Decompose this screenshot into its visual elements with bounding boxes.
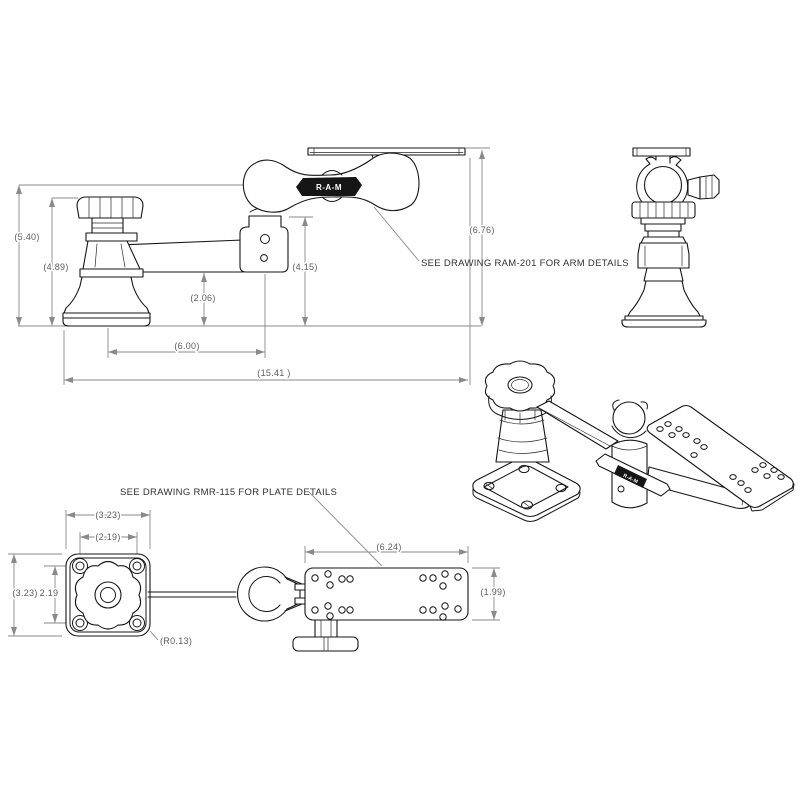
round-base-mount-side xyxy=(62,196,151,327)
ram-logo-text: R-A-M xyxy=(316,183,342,192)
dim-pivot-height: (4.15) xyxy=(292,262,317,272)
arm-note-leader xyxy=(373,206,420,262)
dim-arm-span: (6.00) xyxy=(174,341,199,351)
dim-hole-spacing-x: (2.19) xyxy=(95,532,120,542)
ram-logo-plate xyxy=(296,177,362,196)
dim-arm-clearance: (2.06) xyxy=(190,293,215,303)
mounting-plate-top xyxy=(292,567,469,652)
front-view xyxy=(621,147,720,328)
base-plate-top xyxy=(65,553,151,637)
iso-knob xyxy=(484,360,556,424)
dim-base-height: (3.23) xyxy=(12,588,37,598)
isometric-view: R-A-M xyxy=(472,360,795,522)
dim-hole-spacing-y: 2.19 xyxy=(40,588,59,598)
side-view: R-A-M SEE DRAWING RAM-201 FOR ARM DETAIL… xyxy=(62,147,629,327)
side-view-dimensions xyxy=(16,147,490,385)
rubber-ball xyxy=(643,165,683,205)
dim-overall-height: (6.76) xyxy=(469,225,494,235)
plate-note: SEE DRAWING RMR-115 FOR PLATE DETAILS xyxy=(120,487,337,498)
top-view-dim-labels: (3.23) (2.19) (3.23) 2.19 (R0.13) (6.24)… xyxy=(11,509,507,648)
dim-base-width: (3.23) xyxy=(95,510,120,520)
arm-note: SEE DRAWING RAM-201 FOR ARM DETAILS xyxy=(421,258,629,269)
arm-pivot-block xyxy=(239,215,289,273)
dim-corner-radius: (R0.13) xyxy=(160,636,192,646)
ram-socket-arm-side: R-A-M xyxy=(242,152,420,213)
arm-top xyxy=(147,591,237,598)
iso-socket-assembly: R-A-M xyxy=(595,399,752,509)
front-top-plate xyxy=(632,147,691,157)
dim-ball-height: (5.40) xyxy=(14,232,39,242)
clamp-knob-front xyxy=(687,174,720,200)
socket-clamp-top xyxy=(237,566,307,622)
dim-knob-height: (4.89) xyxy=(43,262,68,272)
front-post xyxy=(621,201,707,328)
iso-swing-arm xyxy=(536,400,619,450)
iso-post xyxy=(495,409,550,463)
iso-diamond-base xyxy=(472,456,581,522)
plate-note-leader xyxy=(308,491,383,567)
top-view: SEE DRAWING RMR-115 FOR PLATE DETAILS xyxy=(65,487,469,652)
top-view-dimensions xyxy=(8,510,500,641)
iso-mounting-plate xyxy=(646,404,795,512)
dim-overall-length: (15.41 ) xyxy=(257,368,290,378)
dim-plate-width: (1.99) xyxy=(480,587,505,597)
dim-plate-length: (6.24) xyxy=(376,542,401,552)
side-view-dim-labels: (5.40) (4.89) (4.15) (2.06) (6.76) (6.00… xyxy=(13,224,496,380)
